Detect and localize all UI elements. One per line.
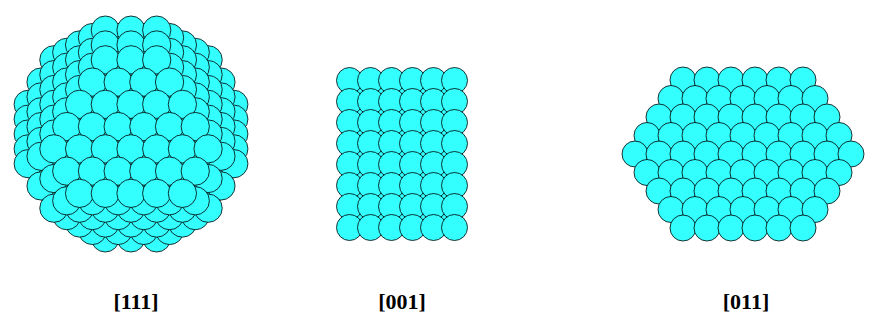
view-direction-label: [011] xyxy=(723,289,769,314)
atom xyxy=(117,179,145,207)
atom xyxy=(168,179,196,207)
atom xyxy=(670,215,696,241)
atom xyxy=(91,179,119,207)
atom xyxy=(442,215,468,241)
view-label-holder: [111] xyxy=(113,289,158,315)
atom xyxy=(168,179,196,207)
atom xyxy=(65,179,93,207)
atom xyxy=(91,179,119,207)
atom xyxy=(694,215,720,241)
atom xyxy=(65,179,93,207)
atom xyxy=(91,179,119,207)
atom xyxy=(790,215,816,241)
atom xyxy=(143,179,171,207)
atom xyxy=(168,179,196,207)
atom xyxy=(718,215,744,241)
atom xyxy=(143,179,171,207)
view-direction-label: [001] xyxy=(378,289,426,314)
view-label-holder: [001] xyxy=(378,289,426,315)
cluster-011-view xyxy=(622,67,864,241)
view-direction-label: [111] xyxy=(113,289,158,314)
atom xyxy=(65,179,93,207)
cluster-001-view xyxy=(337,68,468,241)
atom xyxy=(143,179,171,207)
atom xyxy=(117,179,145,207)
atom xyxy=(117,179,145,207)
cluster-111-view xyxy=(14,16,248,252)
view-label-holder: [011] xyxy=(723,289,769,315)
atom xyxy=(742,215,768,241)
atom xyxy=(766,215,792,241)
